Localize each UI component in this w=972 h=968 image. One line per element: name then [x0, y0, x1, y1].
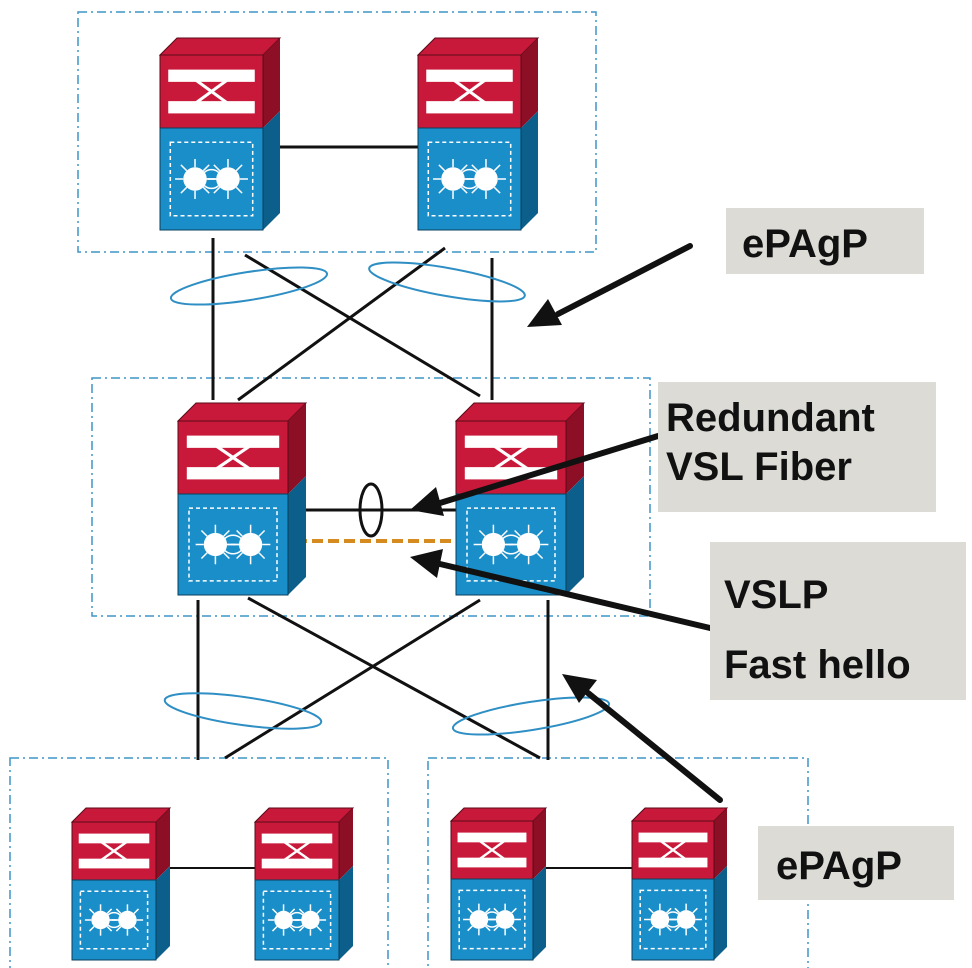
- port-channel-ellipses: [163, 261, 611, 736]
- port-channel-ellipse-top-right: [368, 261, 526, 303]
- group-distribution: [91, 377, 651, 617]
- arrow-vsl-fiber-head: [410, 487, 444, 516]
- arrow-epagp-bottom: [585, 690, 723, 803]
- link-dist-left-access-right: [247, 596, 541, 760]
- redundant-vsl-fiber-line1: Redundant: [666, 396, 875, 440]
- arrow-epagp-top-head: [527, 299, 562, 327]
- switches-layer: [70, 37, 729, 961]
- link-core-right-dist-left: [237, 246, 446, 402]
- core-switch-right: [416, 37, 540, 231]
- vslp-fast-hello-label: VSLP Fast hello: [710, 542, 966, 700]
- link-dist-right-access-left: [224, 598, 481, 760]
- arrow-vsl-fiber: [437, 433, 661, 506]
- access-switch-left-b: [253, 807, 355, 961]
- access-switch-right-a: [449, 807, 548, 961]
- redundant-vsl-fiber-label: Redundant VSL Fiber: [658, 382, 936, 512]
- access-switch-left-a: [70, 807, 172, 961]
- distribution-switch-left: [176, 402, 308, 596]
- port-channel-ellipse-bottom-right: [451, 696, 611, 736]
- epagp-bottom-text: ePAgP: [776, 844, 902, 888]
- group-access-left: [9, 757, 389, 968]
- annotation-arrows: [410, 243, 723, 803]
- group-access-right: [427, 757, 809, 968]
- port-channel-ellipse-top-left: [169, 266, 329, 306]
- redundant-vsl-fiber-line2: VSL Fiber: [666, 444, 852, 489]
- core-switch-left: [158, 37, 282, 231]
- vslp-line2: Fast hello: [724, 643, 911, 687]
- vsl-bundle-ellipse: [358, 482, 384, 538]
- arrow-vslp-head: [410, 549, 443, 578]
- group-core: [77, 11, 597, 253]
- arrow-vslp: [437, 561, 713, 631]
- port-channel-ellipse-bottom-left: [163, 692, 323, 730]
- arrow-epagp-top: [555, 243, 693, 317]
- link-core-left-dist-right: [244, 253, 481, 398]
- distribution-switch-right: [454, 402, 586, 596]
- epagp-top-label: ePAgP: [726, 208, 924, 274]
- access-switch-right-b: [630, 807, 729, 961]
- epagp-top-text: ePAgP: [742, 222, 868, 266]
- epagp-bottom-label: ePAgP: [758, 826, 954, 900]
- arrow-epagp-bottom-head: [562, 674, 597, 703]
- distribution-access-links: [196, 596, 550, 760]
- core-distribution-links: [211, 238, 494, 402]
- vslp-line1: VSLP: [724, 573, 829, 617]
